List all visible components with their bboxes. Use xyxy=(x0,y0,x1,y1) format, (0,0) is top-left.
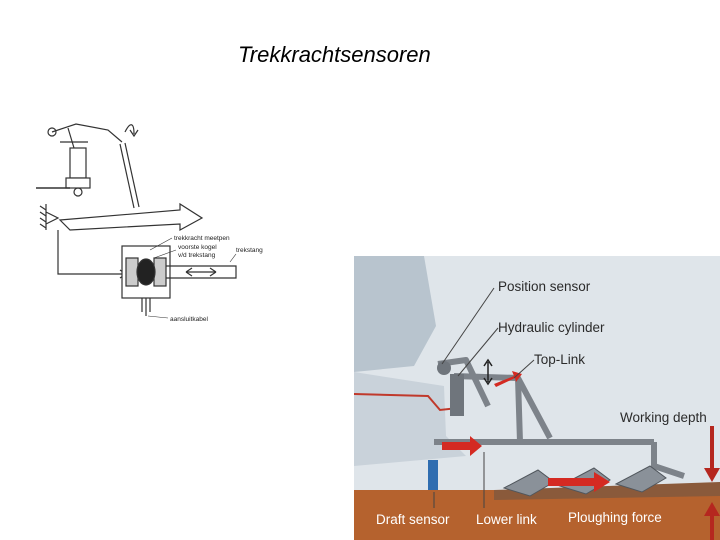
label-working-depth: Working depth xyxy=(620,410,707,425)
leader-1 xyxy=(149,237,173,251)
label-trekkracht-meetpen: trekkracht meetpen xyxy=(174,235,230,242)
rotate-arrow-icon xyxy=(124,124,139,138)
top-link-arrow xyxy=(494,371,522,387)
soil-surface xyxy=(494,482,720,500)
label-draft-sensor: Draft sensor xyxy=(376,512,450,527)
working-depth-arrow xyxy=(704,426,720,482)
label-hydraulic-cylinder: Hydraulic cylinder xyxy=(498,320,605,335)
bracket-hatch xyxy=(39,205,47,229)
plough-body-3 xyxy=(614,465,667,493)
sensor-ball xyxy=(136,258,156,286)
label-trekstang: trekstang xyxy=(236,247,263,254)
plough-frame-arm xyxy=(651,442,685,479)
draft-rod xyxy=(166,265,237,279)
upper-arm xyxy=(51,123,123,143)
top-link-rod xyxy=(119,143,135,209)
plough-hitch-illustration: Position sensor Hydraulic cylinder Top-L… xyxy=(354,256,720,540)
leader-hydraulic-cylinder xyxy=(457,327,499,377)
draft-sensor-sketch: trekkracht meetpen voorste kogel v/d tre… xyxy=(36,123,263,323)
lower-link-arrow xyxy=(58,202,204,232)
label-ploughing-force: Ploughing force xyxy=(568,510,662,525)
adjust-arrow-icon xyxy=(483,358,493,386)
draft-force-arrow xyxy=(442,436,482,456)
sensor-core-right xyxy=(153,257,167,287)
cylinder-base xyxy=(65,177,91,189)
draft-sensor-part xyxy=(428,460,438,490)
label-vd-trekstang: v/d trekstang xyxy=(178,252,216,259)
leader-position-sensor xyxy=(441,287,495,365)
label-lower-link: Lower link xyxy=(476,512,537,527)
pivot-joint xyxy=(47,127,57,137)
feedback-line xyxy=(57,230,126,275)
cylinder-mount xyxy=(67,127,75,149)
label-aansluitkabel: aansluitkabel xyxy=(170,316,208,323)
tractor-silhouette xyxy=(354,256,436,372)
label-top-link: Top-Link xyxy=(534,352,585,367)
leader-2 xyxy=(153,249,177,259)
up-force-arrow xyxy=(704,502,720,540)
leader-4 xyxy=(147,315,169,319)
sensor-wires xyxy=(141,298,151,316)
leader-3 xyxy=(229,253,237,263)
sensor-core-left xyxy=(125,257,139,287)
double-arrow xyxy=(185,267,217,277)
cylinder-foot xyxy=(73,187,83,197)
lift-pivot xyxy=(437,361,451,375)
hydraulic-cylinder-body xyxy=(450,374,464,416)
label-position-sensor: Position sensor xyxy=(498,279,591,294)
slide-title: Trekkrachtsensoren xyxy=(238,42,431,67)
red-wire xyxy=(354,393,459,412)
label-voorste-kogel: voorste kogel xyxy=(178,244,217,251)
mount-bracket xyxy=(45,204,60,230)
hydraulic-cylinder xyxy=(69,147,87,179)
ploughing-force-arrow xyxy=(548,472,610,492)
mast xyxy=(515,377,523,443)
top-link-rod-2 xyxy=(124,142,140,208)
leader-top-link xyxy=(513,359,535,379)
